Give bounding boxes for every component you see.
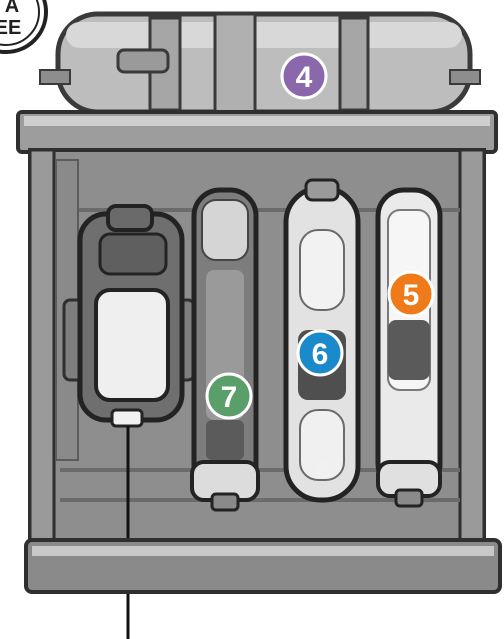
badge-4-number: 4	[296, 61, 313, 94]
badge-5: 5	[389, 272, 433, 316]
badge-7: 7	[207, 374, 251, 418]
membrane-tank	[40, 14, 480, 112]
seal-line-1: A	[5, 0, 19, 17]
badge-5-number: 5	[403, 279, 420, 312]
pump-unit	[64, 206, 194, 426]
badge-7-number: 7	[221, 381, 238, 414]
badge-6: 6	[298, 331, 342, 375]
seal-line-2: EE	[0, 17, 21, 39]
cartridge-7	[192, 190, 258, 510]
cartridge-5	[378, 190, 440, 506]
certification-seal: A EE	[0, 0, 46, 52]
badge-6-number: 6	[312, 338, 329, 371]
cabinet-top	[18, 112, 496, 152]
cabinet-base	[26, 540, 500, 592]
cartridge-6-faded-label: 6	[317, 454, 331, 484]
badge-4: 4	[282, 54, 326, 98]
